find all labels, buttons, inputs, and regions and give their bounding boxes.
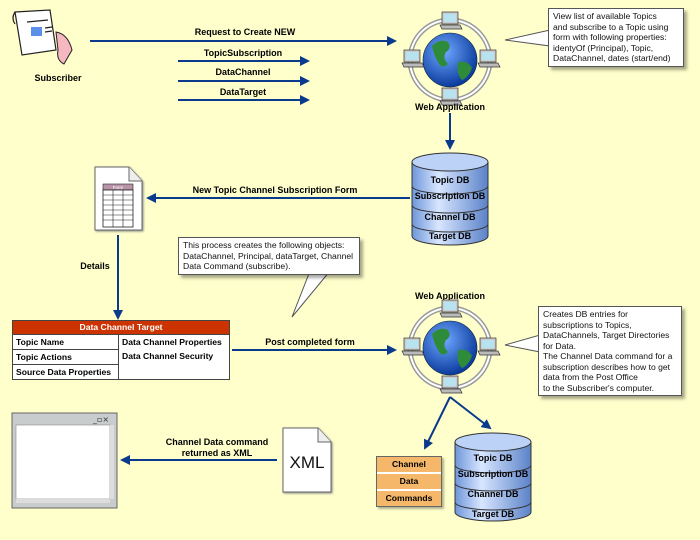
web-application-top-label: Web Application bbox=[415, 102, 485, 112]
callout-top-tail bbox=[504, 29, 551, 47]
web-application-globe-icon bbox=[402, 12, 500, 105]
commands-line-2: Data bbox=[377, 474, 441, 491]
channel-data-commands-box: Channel Data Commands bbox=[376, 456, 442, 507]
xml-doc-label: XML bbox=[290, 453, 325, 472]
callout-bottom-tail bbox=[504, 334, 541, 353]
details-label: Details bbox=[80, 261, 110, 271]
commands-line-1: Channel bbox=[377, 457, 441, 474]
xml-arrow-label-1: Channel Data command bbox=[166, 437, 269, 447]
callout-bottom: Creates DB entries for subscriptions to … bbox=[538, 306, 682, 396]
subscriber-label: Subscriber bbox=[34, 73, 82, 83]
xml-arrow-label-2: returned as XML bbox=[182, 448, 253, 458]
table-cell-topic-actions: Topic Actions bbox=[13, 349, 118, 364]
to-commands-arrow bbox=[424, 396, 451, 450]
request-label: Request to Create NEW bbox=[195, 27, 296, 37]
table-title: Data Channel Target bbox=[13, 321, 229, 334]
db-top-target: Target DB bbox=[429, 231, 472, 241]
form-icon-label: Form bbox=[113, 185, 124, 190]
data-target-label: DataTarget bbox=[220, 87, 266, 97]
xml-document-icon bbox=[282, 427, 332, 493]
db-bottom-channel: Channel DB bbox=[467, 489, 519, 499]
callout-middle-tail bbox=[291, 270, 332, 318]
table-cell-data-channel-properties: Data Channel Properties bbox=[119, 334, 229, 349]
db-top-topic: Topic DB bbox=[431, 175, 470, 185]
db-bottom-subscription: Subscription DB bbox=[458, 469, 529, 479]
table-cell-source-data-properties: Source Data Properties bbox=[13, 364, 118, 379]
db-top-channel: Channel DB bbox=[424, 212, 476, 222]
web-application-bottom-globe-icon bbox=[402, 300, 500, 393]
commands-line-3: Commands bbox=[385, 493, 433, 503]
database-top-icon bbox=[411, 152, 489, 246]
db-bottom-target: Target DB bbox=[472, 509, 515, 519]
subscriber-icon bbox=[12, 9, 73, 65]
new-form-label: New Topic Channel Subscription Form bbox=[193, 185, 358, 195]
database-bottom-icon bbox=[454, 432, 532, 522]
callout-top: View list of available Topics and subscr… bbox=[548, 8, 684, 67]
table-cell-topic-name: Topic Name bbox=[13, 334, 118, 349]
data-channel-label: DataChannel bbox=[215, 67, 270, 77]
form-document-icon bbox=[94, 166, 143, 231]
post-form-label: Post completed form bbox=[265, 337, 355, 347]
db-bottom-topic: Topic DB bbox=[474, 453, 513, 463]
web-application-bottom-label: Web Application bbox=[415, 291, 485, 301]
svg-text:_▫×: _▫× bbox=[92, 415, 109, 424]
topic-subscription-label: TopicSubscription bbox=[204, 48, 282, 58]
db-top-subscription: Subscription DB bbox=[415, 191, 486, 201]
to-db-bottom-arrow bbox=[449, 396, 492, 430]
callout-middle: This process creates the following objec… bbox=[178, 237, 360, 275]
table-cell-data-channel-security: Data Channel Security bbox=[122, 351, 214, 361]
application-window-icon: _▫× bbox=[11, 412, 118, 509]
data-channel-target-table: Data Channel Target Topic Name Topic Act… bbox=[12, 320, 230, 380]
